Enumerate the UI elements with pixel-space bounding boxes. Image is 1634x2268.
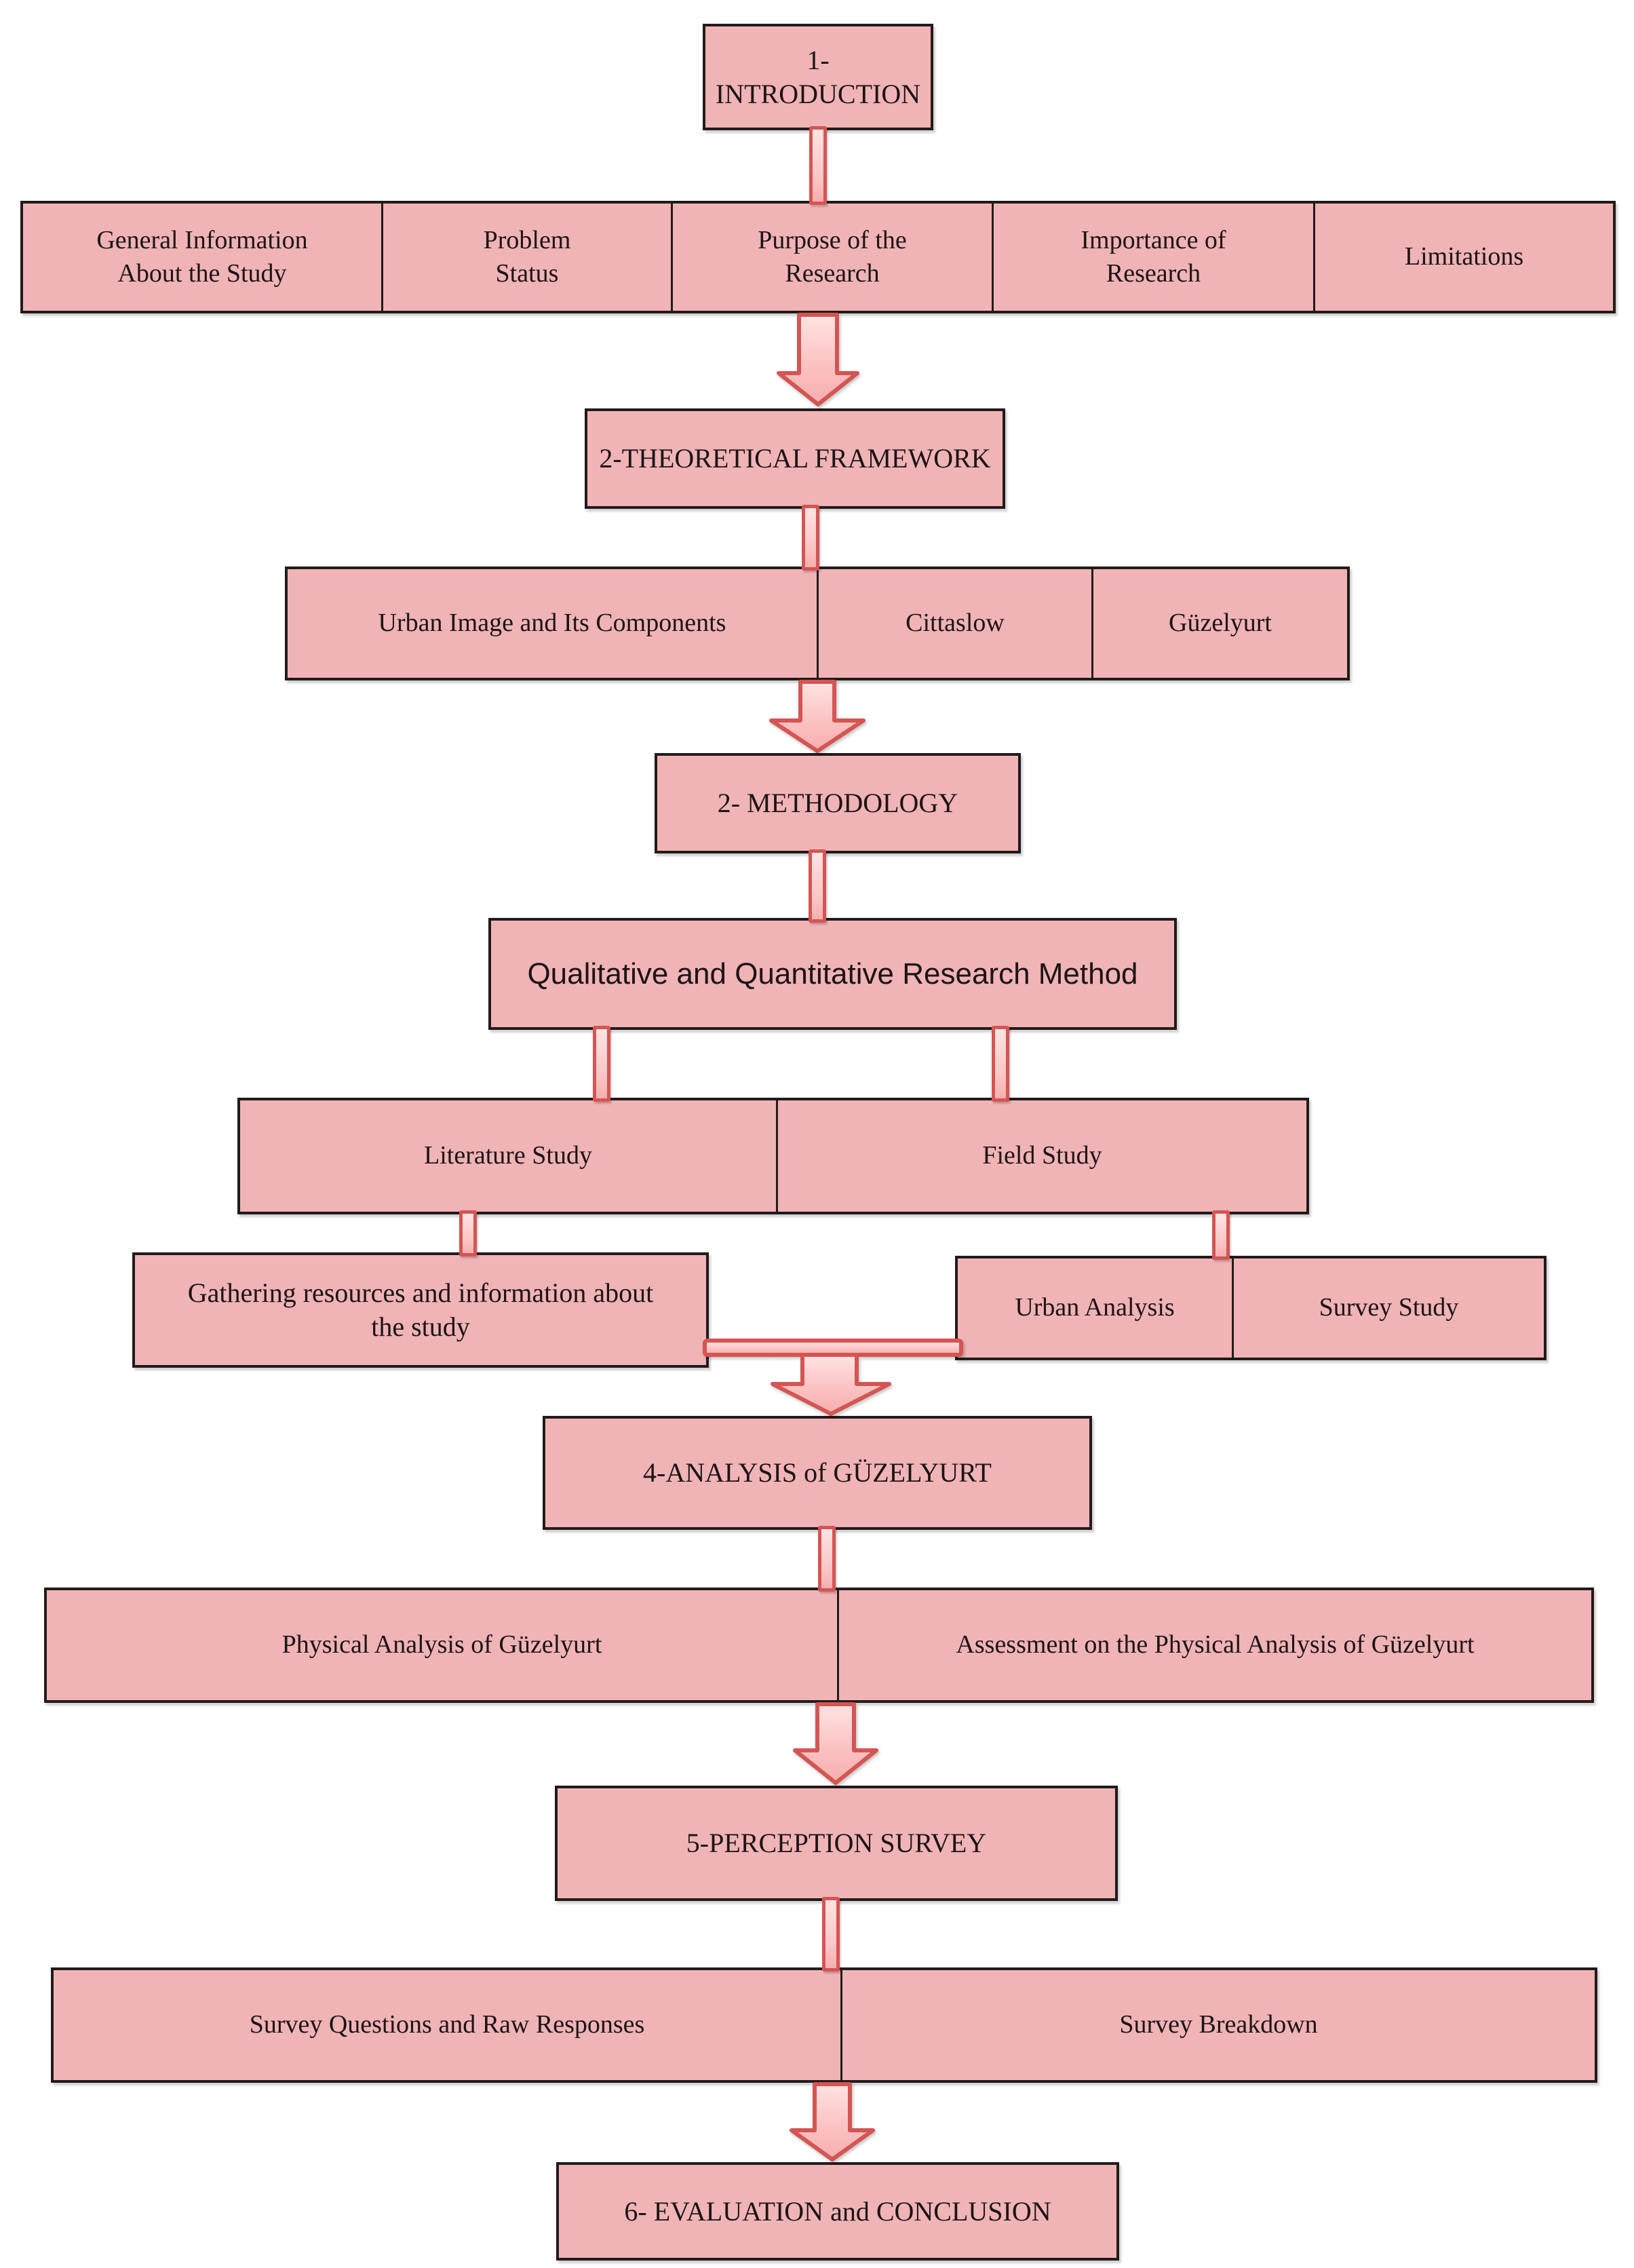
- arrow-down-to-theoretical: [777, 313, 859, 406]
- cell-urban-image: Urban Image and Its Components: [378, 609, 726, 638]
- cell-importance-of-research: Importance of Research: [992, 204, 1313, 311]
- cell-survey-study: Survey Study: [1232, 1258, 1544, 1358]
- box-analysis-guzelyurt: 4-ANALYSIS of GÜZELYURT: [543, 1416, 1092, 1530]
- cell-general-information: General Information About the Study: [96, 225, 308, 288]
- cell-physical-analysis: Physical Analysis of Güzelyurt: [281, 1630, 602, 1659]
- row-method-branches: Literature Study Field Study: [237, 1098, 1309, 1214]
- connector-introduction-to-sections: [809, 126, 827, 205]
- row-analysis-sections: Physical Analysis of Güzelyurt Assessmen…: [44, 1588, 1594, 1703]
- row-theoretical-sections: Urban Image and Its Components Cittaslow…: [285, 566, 1350, 680]
- row-introduction-sections: General Information About the Study Prob…: [20, 201, 1616, 313]
- row-field-details: Urban Analysis Survey Study: [955, 1256, 1547, 1360]
- box-introduction: 1-INTRODUCTION: [703, 24, 933, 130]
- cell-purpose-of-research: Purpose of the Research: [671, 204, 992, 311]
- cell-urban-analysis: Urban Analysis: [1015, 1293, 1175, 1322]
- box-methodology: 2- METHODOLOGY: [655, 753, 1021, 853]
- arrow-down-to-conclusion: [790, 2082, 875, 2161]
- arrow-merge-to-analysis: [703, 1339, 963, 1416]
- connector-field-to-analysis-row: [1212, 1210, 1230, 1260]
- box-evaluation-conclusion: 6- EVALUATION and CONCLUSION: [556, 2162, 1119, 2261]
- cell-guzelyurt: Güzelyurt: [1091, 569, 1347, 678]
- cell-cittaslow: Cittaslow: [817, 569, 1091, 678]
- connector-survey-to-sections: [822, 1897, 840, 1972]
- arrow-down-to-perception-survey: [793, 1702, 878, 1785]
- connector-method-to-field: [992, 1026, 1009, 1102]
- box-gathering-resources: Gathering resources and information abou…: [132, 1252, 709, 1368]
- row-survey-sections: Survey Questions and Raw Responses Surve…: [51, 1967, 1597, 2083]
- cell-assessment-analysis: Assessment on the Physical Analysis of G…: [837, 1590, 1591, 1700]
- connector-theoretical-to-sections: [802, 505, 819, 571]
- box-perception-survey: 5-PERCEPTION SURVEY: [555, 1786, 1118, 1901]
- box-theoretical-framework: 2-THEORETICAL FRAMEWORK: [585, 408, 1005, 509]
- arrow-down-to-methodology: [769, 680, 865, 753]
- connector-methodology-to-method: [809, 849, 826, 923]
- connector-method-to-literature: [593, 1026, 610, 1102]
- cell-survey-breakdown: Survey Breakdown: [840, 1970, 1595, 2080]
- box-research-method: Qualitative and Quantitative Research Me…: [488, 918, 1177, 1030]
- cell-survey-questions: Survey Questions and Raw Responses: [249, 2010, 645, 2039]
- cell-limitations: Limitations: [1313, 204, 1613, 311]
- cell-field-study: Field Study: [776, 1100, 1306, 1212]
- connector-literature-to-gathering: [459, 1210, 477, 1256]
- cell-literature-study: Literature Study: [424, 1141, 592, 1170]
- connector-analysis-to-sections: [818, 1526, 836, 1592]
- cell-problem-status: Problem Status: [381, 204, 671, 311]
